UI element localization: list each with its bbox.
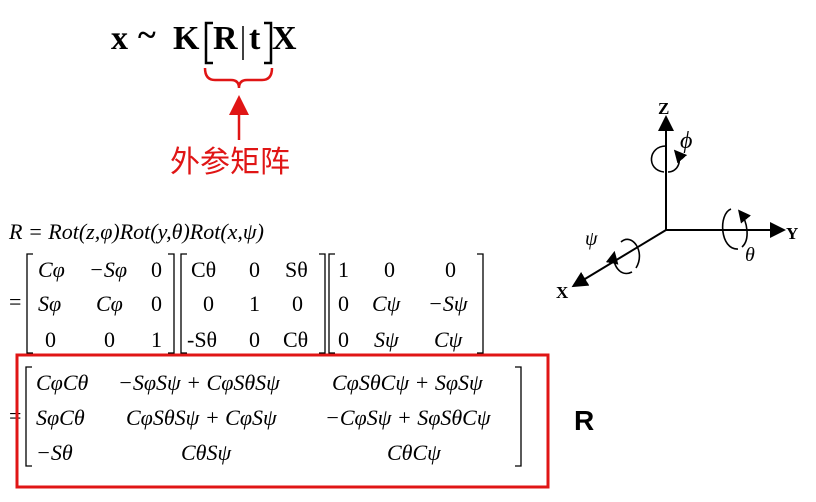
rotation-definition: R = Rot(z,φ)Rot(y,θ)Rot(x,ψ) [9,219,264,244]
matrix-cell: −Sφ [89,257,128,282]
eq-lhs-x: x [111,20,128,57]
matrix-cell: 0 [384,257,395,282]
matrix-cell: -Sθ [187,327,218,352]
matrix-cell: Sφ [38,291,62,316]
matrix-cell: −CφSψ + SφSθCψ [325,405,491,430]
matrix-brackets [25,253,522,467]
matrix-cell: 0 [292,291,303,316]
matrix-cell: 1 [151,327,162,352]
eq-k: K [173,20,200,57]
matrix-cell: Cφ [96,291,123,316]
equals-sign-1: = [9,289,22,314]
matrix-cell: 0 [203,291,214,316]
psi-label: ψ [585,228,598,250]
matrix-cell: −Sψ [428,291,468,316]
matrix-cell: 0 [338,327,349,352]
matrix-cell: CφCθ [36,370,89,395]
matrix-cell: CφSθCψ + SφSψ [332,370,483,395]
theta-label: θ [745,244,755,266]
matrix-cell: Cθ [191,257,217,282]
coordinate-axes [571,115,786,288]
result-r-label: R [574,405,595,436]
matrix-cell: 0 [249,257,260,282]
matrix-cell: Cψ [372,291,401,316]
matrix-cell: −Sθ [36,440,73,465]
matrix-cell: Cψ [434,327,463,352]
matrix-cell: Cθ [283,327,309,352]
matrix-cell: 0 [104,327,115,352]
matrix-cell: Sθ [285,257,308,282]
axis-y-label: Y [786,224,799,243]
axis-x-label: X [556,283,569,302]
matrix-cell: 0 [445,257,456,282]
matrix-cell: SφCθ [36,405,85,430]
result-highlight-box [15,353,550,489]
extrinsic-matrix-label: 外参矩阵 [170,145,290,180]
matrix-cell: CθSψ [181,440,232,465]
matrix-cell: CθCψ [387,440,441,465]
rotation-arrows [605,145,751,275]
phi-label: ϕ [680,128,693,154]
matrix-cell: 0 [45,327,56,352]
matrix-cell: 0 [338,291,349,316]
axis-z-label: Z [658,99,670,118]
matrix-cell: 1 [338,257,349,282]
eq-r: R [213,20,238,57]
matrix-cell: 1 [249,291,260,316]
matrix-cell: Sψ [374,327,399,352]
eq-t: t [249,20,261,57]
matrix-cell: −SφSψ + CφSθSψ [118,370,280,395]
eq-sim: ~ [138,17,156,54]
matrix-cell: 0 [249,327,260,352]
eq-X: X [272,20,297,57]
matrix-cell: 0 [151,291,162,316]
matrix-cell: CφSθSψ + CφSψ [126,405,277,430]
matrix-cell: Cφ [38,257,65,282]
extrinsic-brace [203,67,274,140]
matrix-cell: 0 [151,257,162,282]
rt-brackets [204,21,273,65]
